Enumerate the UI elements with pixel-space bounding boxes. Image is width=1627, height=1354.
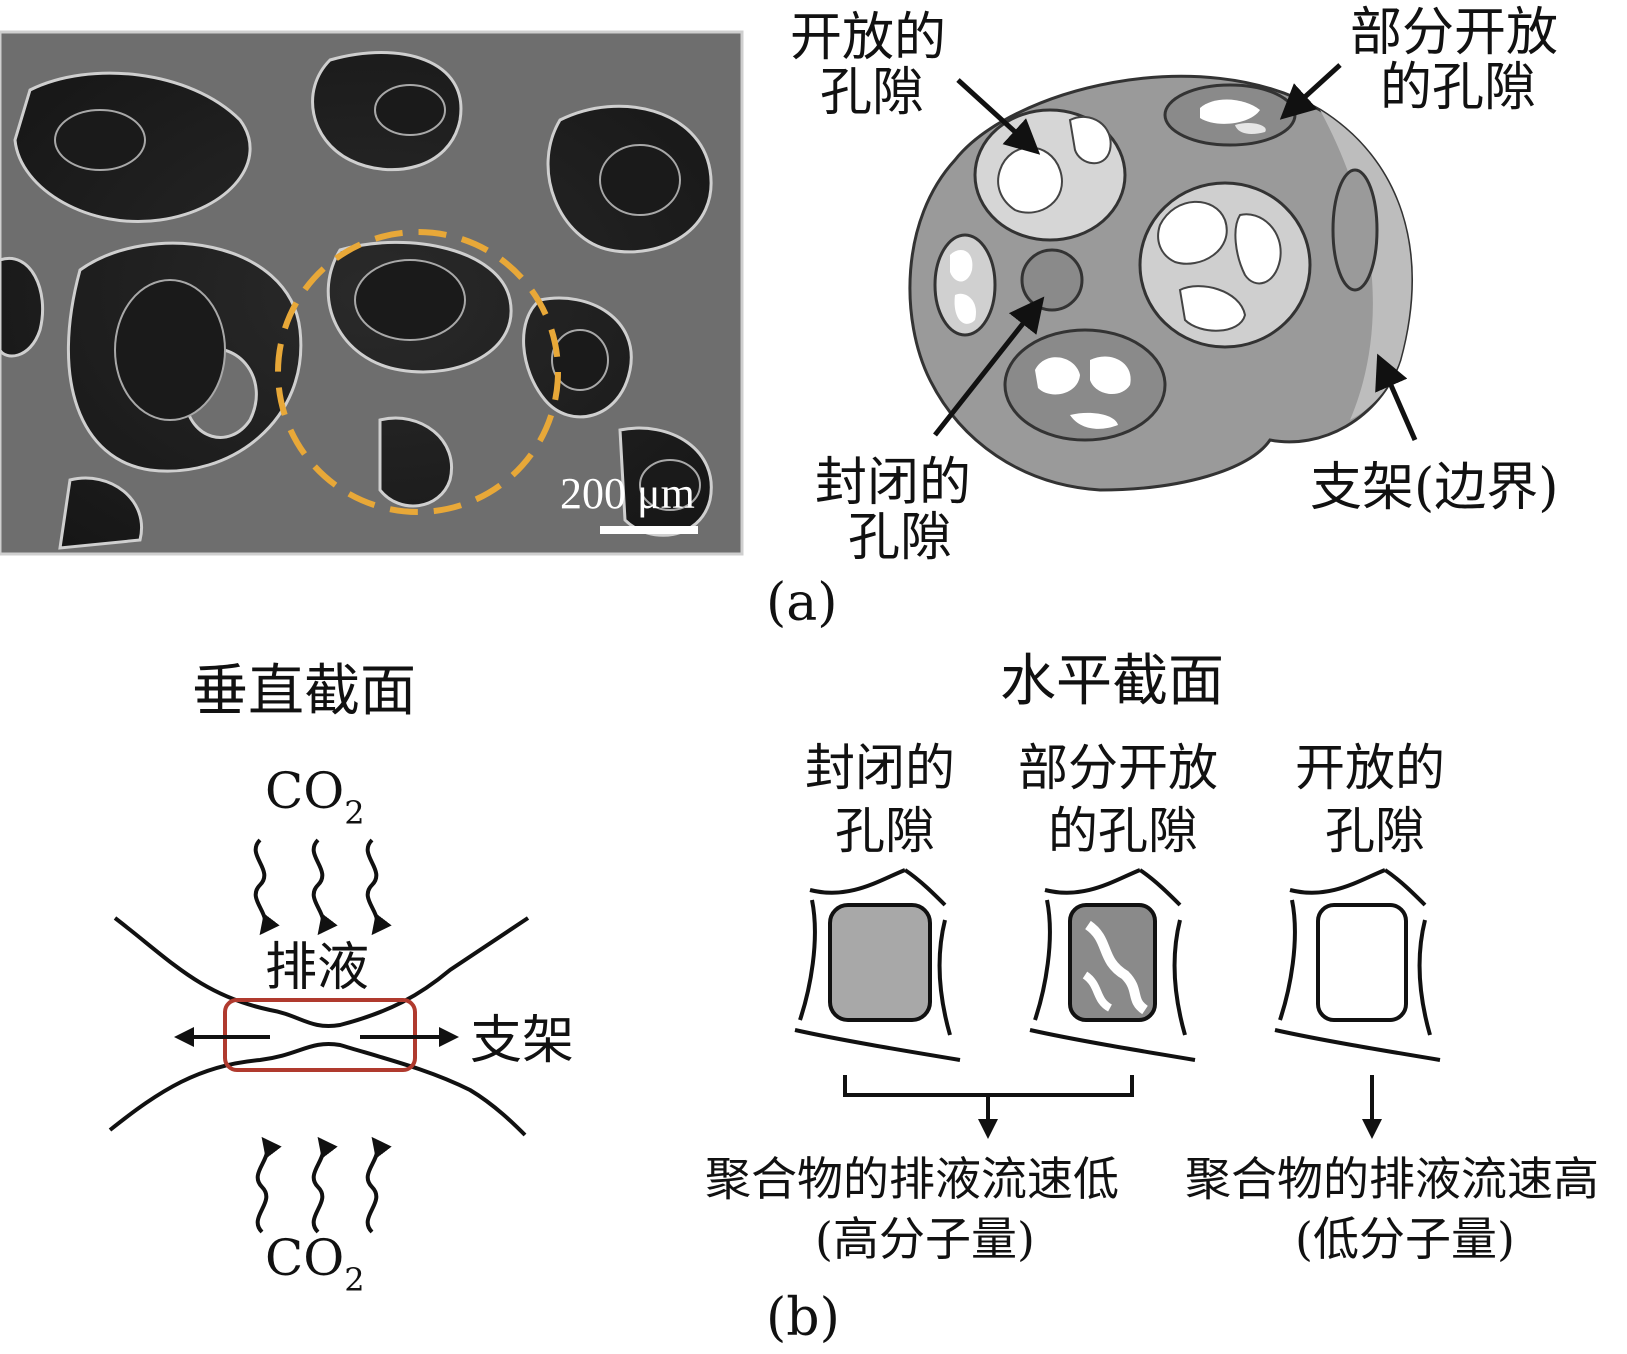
partial-pore-heading-2: 的孔隙 xyxy=(1048,802,1198,860)
scale-bar-label: 200 μm xyxy=(560,469,695,518)
scale-bar xyxy=(600,526,698,534)
horizontal-section: 水平截面 封闭的 孔隙 部分开放 的孔隙 开放的 孔隙 xyxy=(705,649,1599,1266)
co2-arrows-bottom xyxy=(255,1136,392,1234)
closed-pore-arrow xyxy=(933,296,1045,437)
caption-b: (b) xyxy=(766,1288,840,1348)
partial-pore-label-1: 部分开放 xyxy=(1350,3,1558,63)
strut-label: 支架(边界) xyxy=(1310,458,1559,518)
open-pore-label-1: 开放的 xyxy=(790,8,946,68)
partial-pore-arrow xyxy=(1279,63,1342,120)
open-pore xyxy=(973,108,1127,242)
left-open-pore xyxy=(933,233,997,337)
pore-sphere-diagram: 开放的 孔隙 部分开放 的孔隙 封闭的 孔隙 支架(边界) xyxy=(790,3,1559,568)
closed-pore-section xyxy=(794,868,961,1062)
co2-bottom-label: CO2 xyxy=(265,1229,365,1299)
strut-arrow xyxy=(1375,353,1418,442)
highlight-circle xyxy=(275,229,561,515)
partial-open-pore-bottom xyxy=(1003,328,1167,442)
closed-pore xyxy=(1020,248,1084,312)
co2-top-label: CO2 xyxy=(265,762,365,832)
closed-pore-label-2: 孔隙 xyxy=(848,508,952,568)
partial-pore-section xyxy=(1029,868,1196,1062)
partial-pore-heading-1: 部分开放 xyxy=(1018,739,1218,797)
low-flow-label-2: (高分子量) xyxy=(815,1212,1035,1266)
result-bracket xyxy=(843,1075,1134,1097)
strut-upper-curve xyxy=(113,916,530,1028)
sem-micrograph: 200 μm xyxy=(0,30,744,556)
partial-pore-label-2: 的孔隙 xyxy=(1380,58,1536,118)
open-pore-section xyxy=(1274,868,1441,1062)
large-open-pore xyxy=(1138,181,1312,349)
vertical-strut-label: 支架 xyxy=(470,1011,574,1071)
closed-pore-heading-1: 封闭的 xyxy=(805,739,955,797)
vertical-section: 垂直截面 CO2 排液 支架 CO2 xyxy=(108,659,574,1299)
open-pore-label-2: 孔隙 xyxy=(820,63,924,123)
partial-open-pore-top xyxy=(1163,83,1297,147)
high-flow-label-2: (低分子量) xyxy=(1295,1212,1515,1266)
open-pore-heading-1: 开放的 xyxy=(1295,739,1445,797)
edge-pore xyxy=(1331,168,1379,292)
open-pore-heading-2: 孔隙 xyxy=(1325,802,1425,860)
strut-lower-curve xyxy=(108,1042,527,1137)
low-flow-label-1: 聚合物的排液流速低 xyxy=(705,1152,1119,1206)
caption-a: (a) xyxy=(766,573,838,633)
closed-pore-heading-2: 孔隙 xyxy=(835,802,935,860)
drain-label: 排液 xyxy=(265,938,369,998)
co2-arrows-top xyxy=(253,838,392,936)
closed-pore-label-1: 封闭的 xyxy=(815,453,971,513)
high-flow-label-1: 聚合物的排液流速高 xyxy=(1185,1152,1599,1206)
open-pore-arrow xyxy=(956,78,1041,155)
vertical-title: 垂直截面 xyxy=(192,659,416,724)
horizontal-title: 水平截面 xyxy=(1000,649,1224,714)
